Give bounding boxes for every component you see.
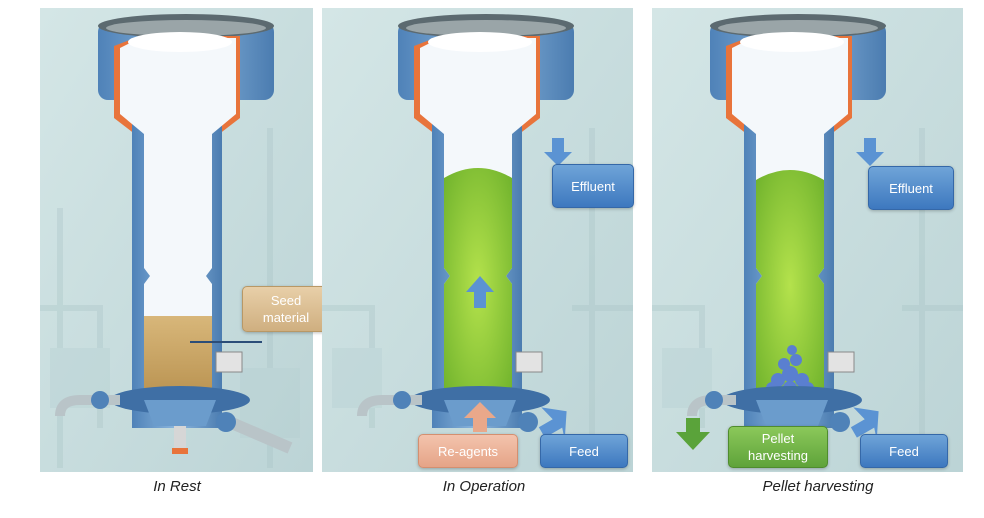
seed-material-label: Seed material	[242, 286, 330, 332]
reactor-diagram-in-operation	[322, 8, 633, 472]
sensor-box	[827, 351, 855, 373]
caption-pellet-harvesting: Pellet harvesting	[762, 478, 874, 495]
reactor-diagram-in-rest	[40, 8, 313, 472]
effluent-label: Effluent	[552, 164, 634, 208]
seed-material-bed	[144, 316, 212, 400]
pellet-harvesting-label: Pellet harvesting	[728, 426, 828, 468]
reagents-label: Re-agents	[418, 434, 518, 468]
sensor-box	[515, 351, 543, 373]
feed-arrow	[538, 407, 567, 441]
feed-arrow	[850, 407, 879, 441]
caption-in-rest: In Rest	[153, 478, 201, 495]
effluent-arrow	[856, 138, 884, 166]
caption-in-operation: In Operation	[442, 478, 526, 495]
inlet-pipe-left	[55, 395, 120, 417]
sensor-box	[215, 351, 243, 373]
reactor-diagram-pellet-harvesting	[652, 8, 963, 472]
panel-in-operation	[322, 8, 633, 472]
panel-pellet-harvesting	[652, 8, 963, 472]
feed-label: Feed	[860, 434, 948, 468]
reagents-arrow	[464, 402, 496, 432]
pellet-harvest-arrow	[676, 418, 710, 450]
panel-in-rest	[40, 8, 313, 472]
upflow-arrow	[466, 276, 494, 308]
effluent-arrow	[544, 138, 572, 166]
reactor-interior	[120, 38, 236, 398]
feed-label: Feed	[540, 434, 628, 468]
fluidized-pellet-bed	[756, 170, 824, 400]
inlet-pipe-left	[357, 395, 422, 417]
effluent-label: Effluent	[868, 166, 954, 210]
